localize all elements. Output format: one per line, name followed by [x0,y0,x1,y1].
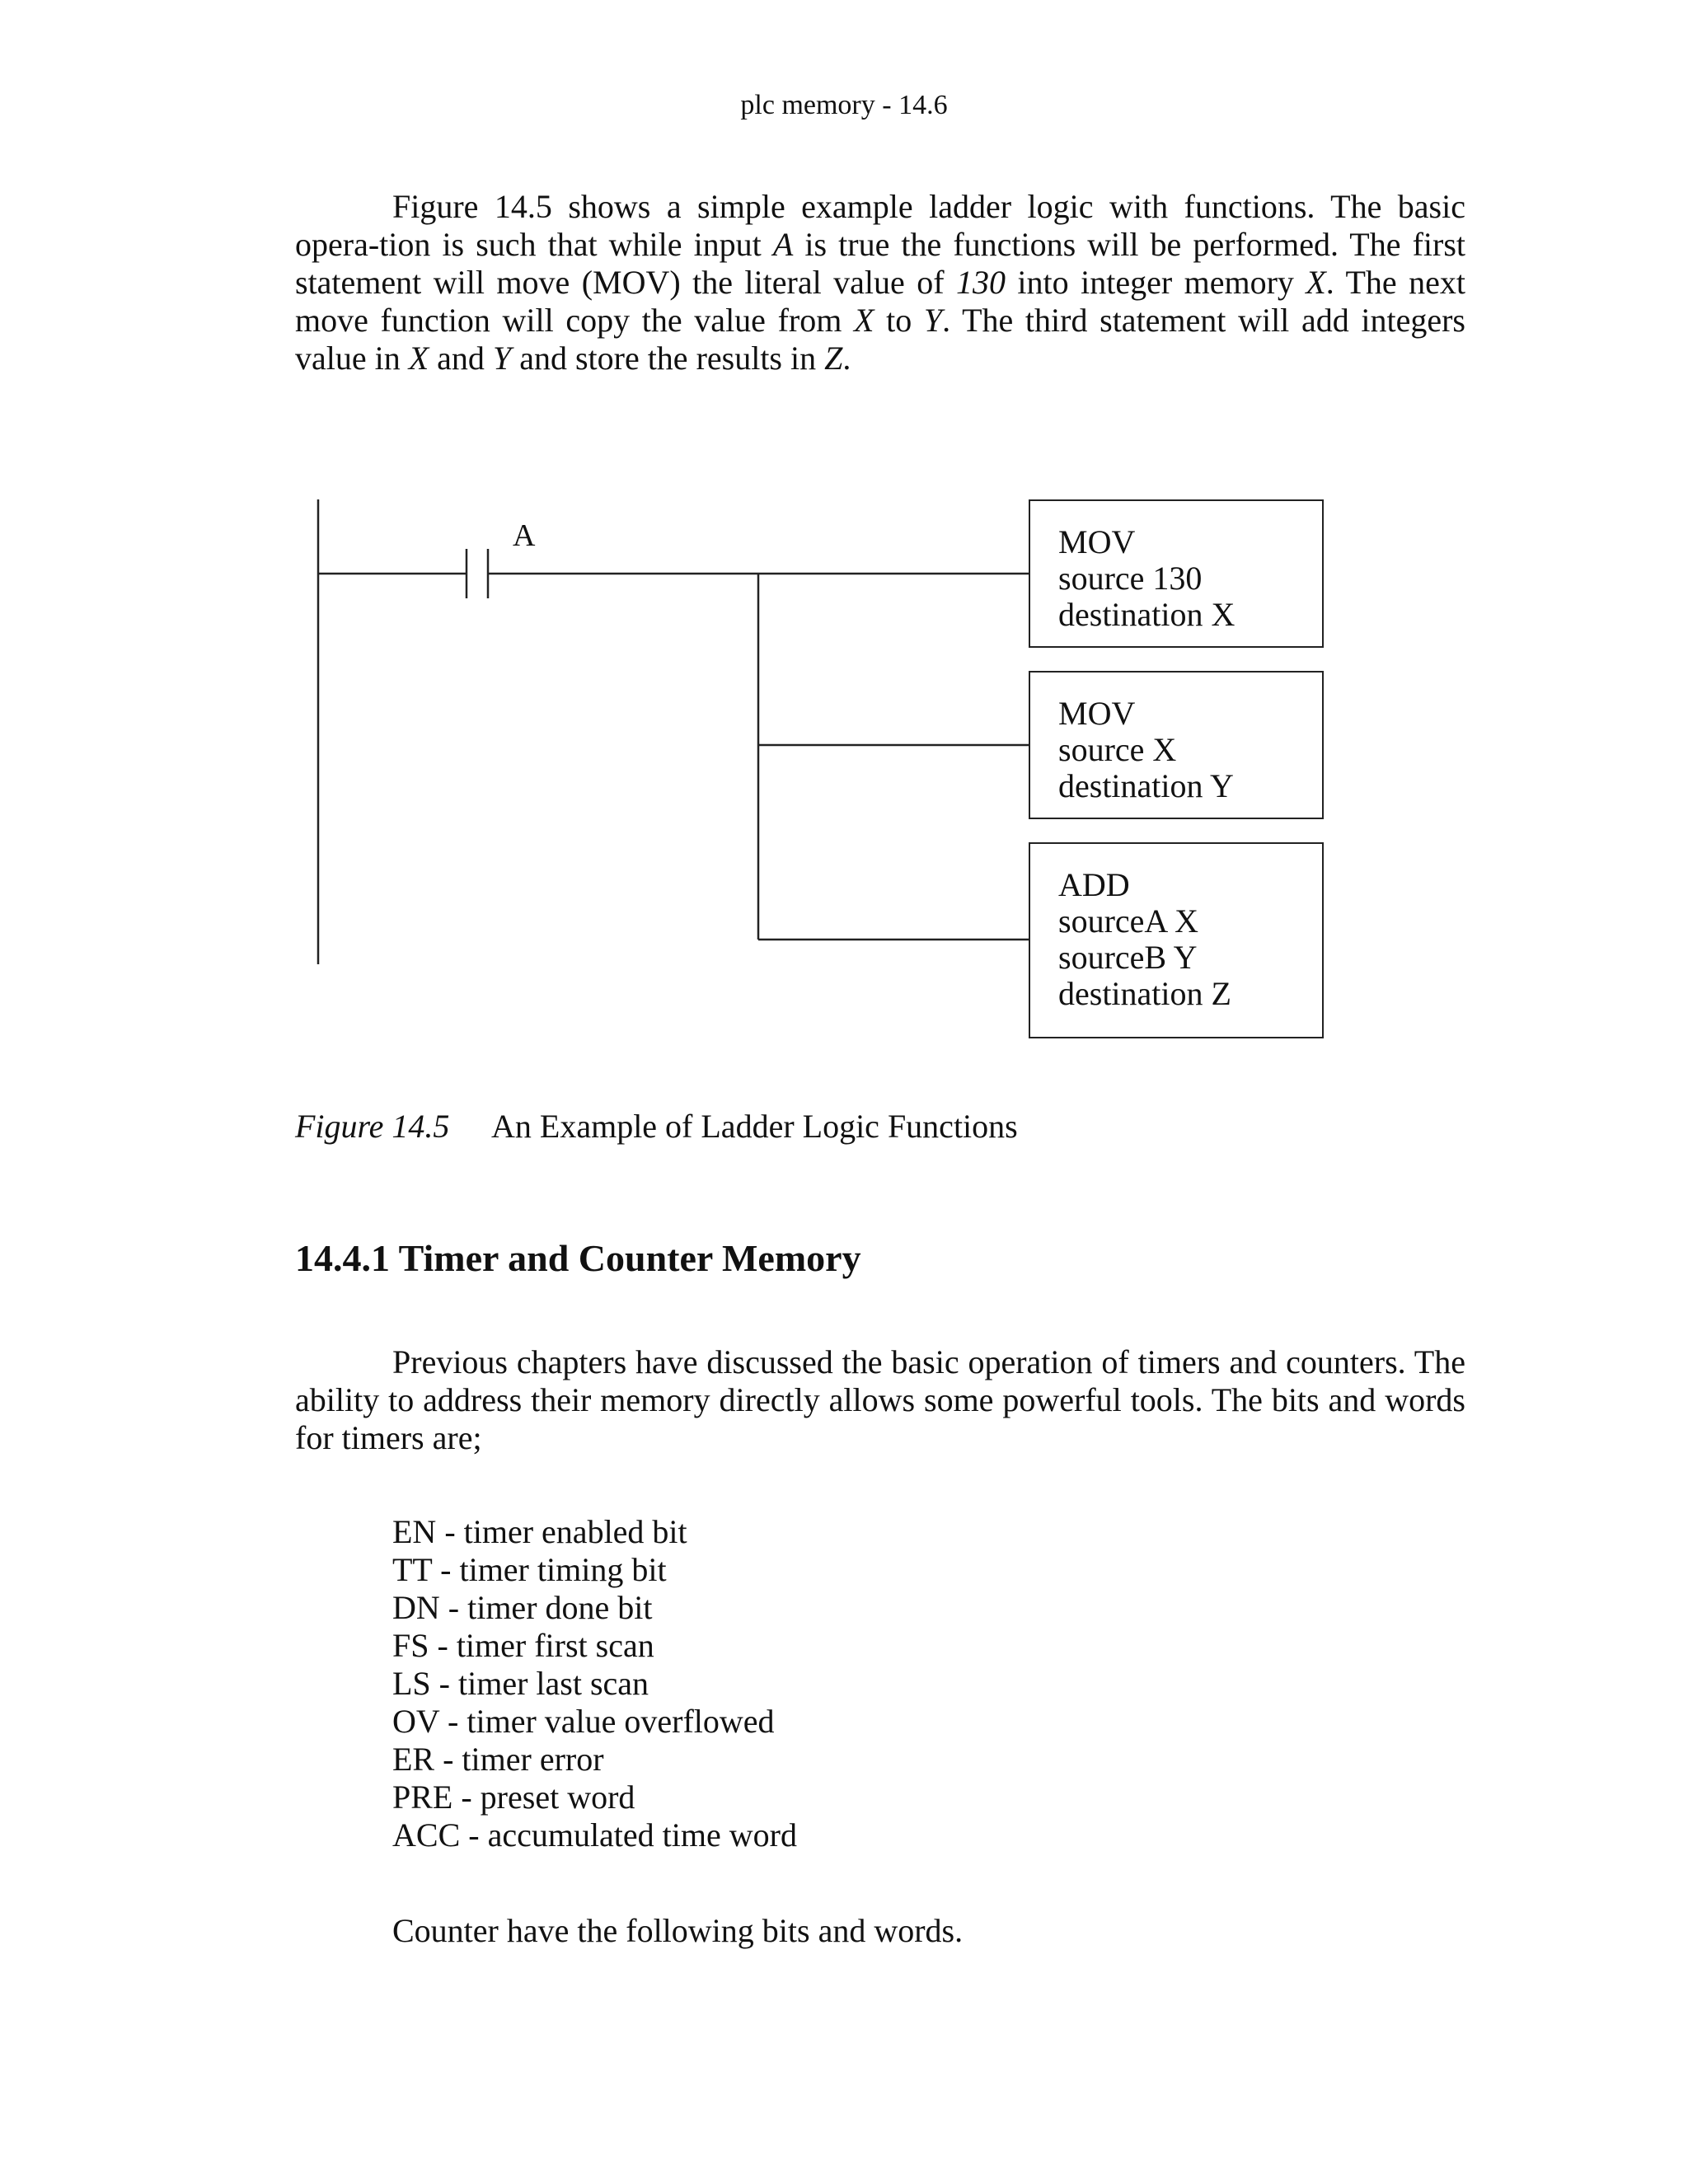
list-item: ACC - accumulated time word [392,1816,797,1854]
list-item: ER - timer error [392,1741,604,1778]
block-line: MOV [1058,523,1136,560]
list-item: FS - timer first scan [392,1627,654,1664]
block-line: sourceA X [1058,902,1198,940]
timer-bit-list: EN - timer enabled bit TT - timer timing… [392,1513,797,1854]
figure-caption-text: An Example of Ladder Logic Functions [491,1108,1018,1145]
block-line: sourceB Y [1058,939,1198,976]
function-block-mov-2: MOV source X destination Y [1029,671,1324,819]
contact-label: A [513,518,536,553]
list-item: TT - timer timing bit [392,1551,667,1588]
block-line: source 130 [1058,560,1203,597]
list-item: DN - timer done bit [392,1589,653,1626]
figure-caption: Figure 14.5 An Example of Ladder Logic Fu… [295,1108,1018,1146]
block-line: destination Y [1058,767,1234,804]
running-header: plc memory - 14.6 [740,90,948,120]
block-line: source X [1058,731,1177,768]
block-line: destination X [1058,596,1236,633]
intro-paragraph: Figure 14.5 shows a simple example ladde… [295,188,1466,377]
block-line: destination Z [1058,975,1231,1012]
list-item: PRE - preset word [392,1779,635,1816]
list-item: OV - timer value overflowed [392,1703,775,1740]
function-block-add: ADD sourceA X sourceB Y destination Z [1029,842,1324,1038]
ladder-wiring [316,499,1029,964]
function-block-mov-1: MOV source 130 destination X [1029,499,1324,648]
block-line: MOV [1058,695,1136,732]
list-item: EN - timer enabled bit [392,1513,687,1550]
list-item: LS - timer last scan [392,1665,649,1702]
figure-number: Figure 14.5 [295,1108,450,1145]
block-line: ADD [1058,866,1130,903]
ladder-logic-diagram: A MOV source 130 destination X MOV sourc… [305,491,1343,1052]
section-heading: 14.4.1 Timer and Counter Memory [295,1237,861,1279]
counter-intro: Counter have the following bits and word… [392,1912,964,1949]
section-paragraph: Previous chapters have discussed the bas… [295,1343,1465,1456]
